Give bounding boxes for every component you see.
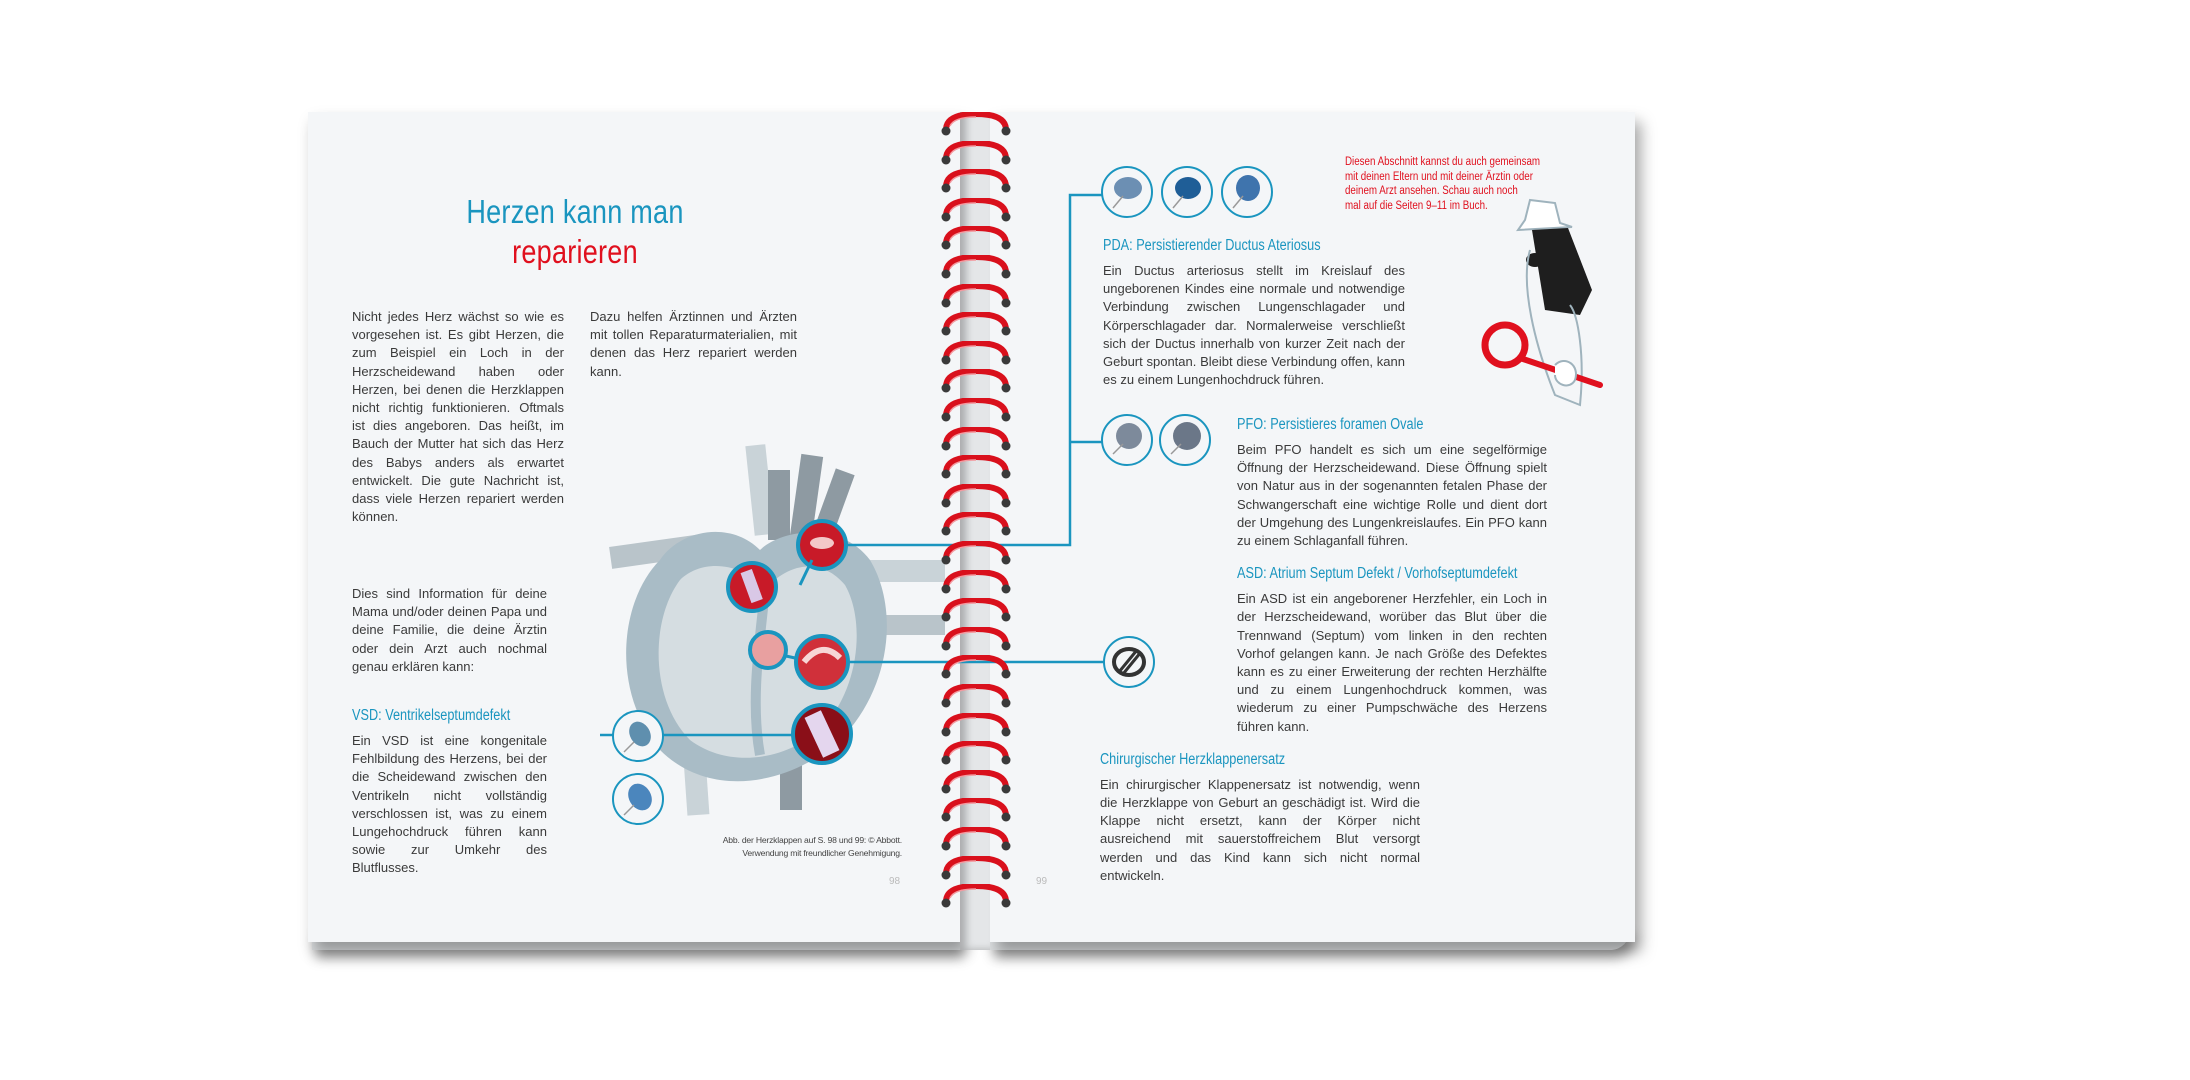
pfo-heading: PFO: Persistieres foramen Ovale (1237, 416, 1424, 433)
spiral-ring (940, 368, 1011, 393)
parents-info-paragraph: Dies sind Information für deine Mama und… (352, 586, 547, 674)
pfo-device-2 (1159, 414, 1211, 466)
detective-illustration (1481, 198, 1603, 407)
spiral-ring (940, 597, 1011, 622)
right-page (990, 112, 1635, 942)
spiral-ring (940, 454, 1011, 479)
spiral-ring (940, 339, 1011, 365)
page-title-line2: reparieren (512, 233, 638, 270)
vsd-occluder-device-2 (612, 773, 664, 825)
left-lower-column: Dies sind Information für deine Mama und… (352, 585, 547, 878)
valve-replacement-section: Chirurgischer Herzklappenersatz Ein chir… (1100, 750, 1420, 885)
spiral-ring (940, 654, 1011, 679)
surgical-valve-device (1103, 636, 1155, 688)
note-line-1: Diesen Abschnitt kannst du auch gemeinsa… (1345, 156, 1541, 168)
caption-line-2: Verwendung mit freundlicher Genehmigung. (742, 847, 902, 858)
vsd-body: Ein VSD ist eine kongenitale Fehlbildung… (352, 733, 547, 876)
vsd-heading: VSD: Ventrikelseptumdefekt (352, 707, 511, 725)
spiral-ring (940, 482, 1011, 508)
spiral-ring (940, 225, 1011, 250)
connector-lines (955, 193, 1105, 664)
pda-heading: PDA: Persistierender Ductus Ateriosus (1103, 237, 1321, 254)
spiral-ring (940, 682, 1011, 708)
spiral-ring (940, 568, 1011, 594)
pda-section: PDA: Persistierender Ductus Ateriosus Ei… (1103, 236, 1405, 389)
valve-closeups (600, 519, 960, 765)
page-number-left: 98 (889, 876, 901, 887)
asd-section: ASD: Atrium Septum Defekt / Vorhofseptum… (1237, 564, 1547, 736)
intro-paragraph-1: Nicht jedes Herz wächst so wie es vorges… (352, 309, 564, 525)
spiral-ring (940, 825, 1011, 851)
spiral-ring (940, 797, 1011, 822)
spiral-ring (940, 425, 1011, 451)
page-number-right: 99 (1036, 876, 1048, 887)
pda-device-3 (1221, 166, 1273, 218)
image-caption: Abb. der Herzklappen auf S. 98 und 99: ©… (700, 834, 902, 859)
spiral-ring (940, 396, 1011, 422)
spiral-ring (940, 625, 1011, 651)
pda-device-1 (1101, 166, 1153, 218)
pda-device-2 (1161, 166, 1213, 218)
spiral-ring (940, 539, 1011, 565)
pfo-body: Beim PFO handelt es sich um eine segelfö… (1237, 442, 1547, 549)
spiral-ring (940, 196, 1011, 222)
heart-illustration (600, 444, 960, 816)
spiral-ring (940, 168, 1011, 193)
spiral-ring (940, 282, 1011, 308)
note-line-4: mal auf die Seiten 9–11 im Buch. (1345, 199, 1488, 212)
spiral-ring (940, 854, 1011, 880)
spiral-ring (940, 311, 1011, 336)
spiral-ring (940, 139, 1011, 165)
pfo-device-1 (1101, 414, 1153, 466)
asd-heading: ASD: Atrium Septum Defekt / Vorhofseptum… (1237, 565, 1518, 583)
note-line-2: mit deinen Eltern und mit deiner Ärztin … (1345, 170, 1533, 183)
spiral-ring (940, 711, 1011, 737)
valve-replacement-body: Ein chirurgischer Klappenersatz ist notw… (1100, 776, 1420, 883)
spiral-ring (940, 883, 1011, 908)
spiral-ring (940, 253, 1011, 279)
intro-paragraph-2: Dazu helfen Ärztinnen und Ärzten mit tol… (590, 309, 797, 379)
vsd-occluder-device-1 (612, 710, 664, 762)
caption-line-1: Abb. der Herzklappen auf S. 98 und 99: ©… (722, 835, 902, 845)
spiral-ring (940, 740, 1011, 765)
spiral-ring (940, 110, 1011, 136)
asd-body: Ein ASD ist ein angeborener Herzfehler, … (1237, 591, 1547, 734)
spiral-ring (940, 511, 1011, 536)
right-lower-column: PFO: Persistieres foramen Ovale Beim PFO… (1100, 415, 1547, 885)
note-line-3: deinem Arzt ansehen. Schau auch noch (1345, 185, 1518, 197)
page-title-line1: Herzen kann man (466, 193, 684, 230)
pda-body: Ein Ductus arteriosus stellt im Kreislau… (1103, 263, 1405, 388)
valve-replacement-heading: Chirurgischer Herzklappenersatz (1100, 750, 1286, 768)
pfo-section: PFO: Persistieres foramen Ovale Beim PFO… (1237, 415, 1547, 550)
book-spine (960, 112, 990, 950)
spiral-ring (940, 768, 1011, 794)
info-note: Diesen Abschnitt kannst du auch gemeinsa… (1345, 155, 1540, 213)
